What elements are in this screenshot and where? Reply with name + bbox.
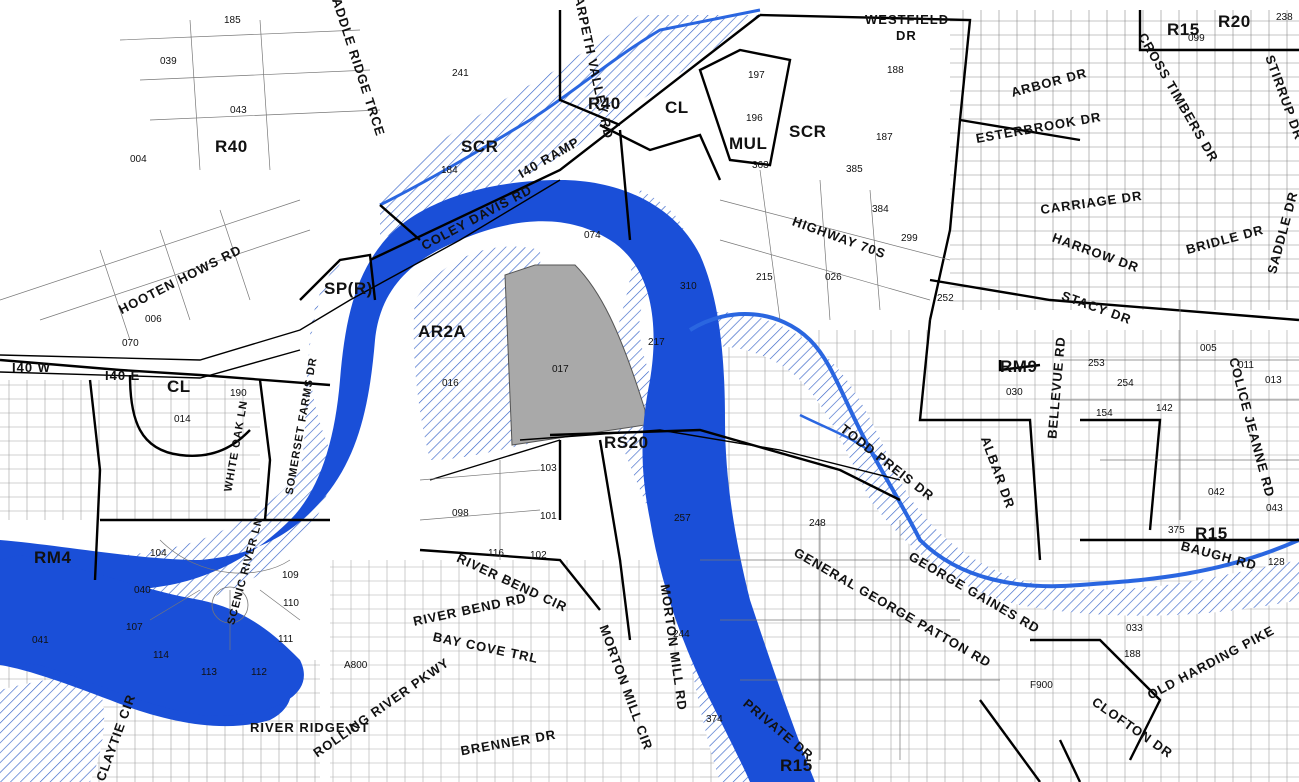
subdivision-se <box>700 330 1299 782</box>
stream-east-creek <box>688 312 1299 589</box>
floodplain-sw <box>0 678 105 782</box>
floodplain-se-creek <box>680 312 1299 616</box>
subdivision-s <box>330 560 710 782</box>
road-lines <box>0 179 901 481</box>
selected-parcel-017 <box>504 264 646 446</box>
floodplain-north <box>380 15 760 240</box>
parcel-lines <box>0 19 1299 760</box>
subdivision-ne <box>950 10 1299 310</box>
cul-de-sac <box>211 586 249 624</box>
floodplain-west <box>0 255 345 650</box>
river-southwest-bend <box>0 555 304 716</box>
stream-branch <box>799 413 881 461</box>
zoning-boundaries <box>0 10 1299 782</box>
stream-north <box>379 8 761 207</box>
subdivision-sw <box>0 380 260 520</box>
